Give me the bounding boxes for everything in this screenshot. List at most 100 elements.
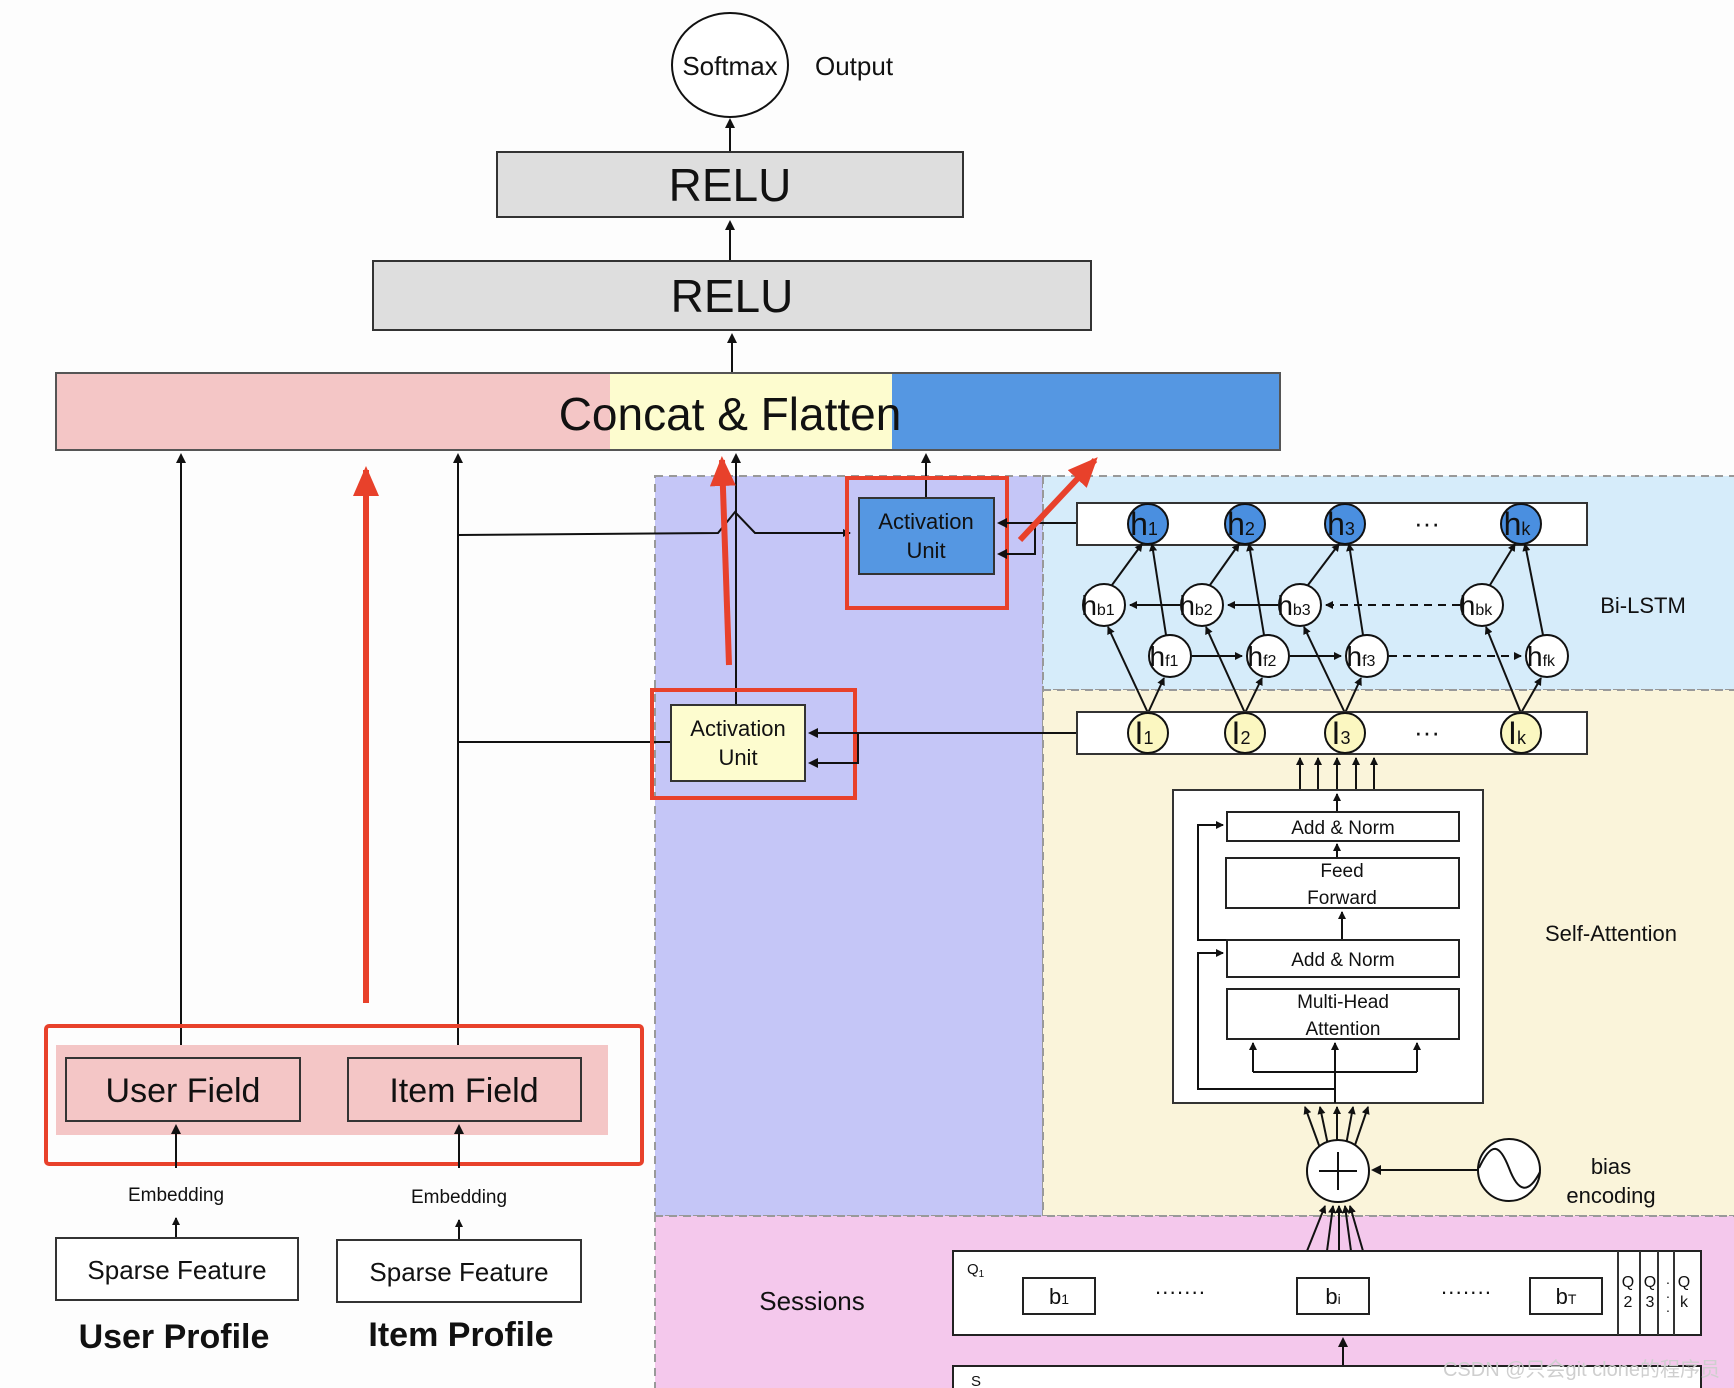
edge-hb-to-h — [1209, 543, 1240, 586]
concat-flatten-layer — [55, 372, 1281, 451]
yellow-activation-label-line1: Activation — [690, 716, 785, 741]
sessions-title: Sessions — [759, 1286, 865, 1316]
behavior-i: bi — [1296, 1277, 1370, 1315]
hf-node-f2-circle — [1246, 634, 1290, 678]
interest-node-1: I1 — [1127, 712, 1169, 754]
interest-node-2-label: I2 — [1232, 715, 1251, 751]
bilstm-title: Bi-LSTM — [1600, 593, 1686, 618]
h-node-1: h1 — [1127, 503, 1169, 545]
add-norm-bottom-box — [1226, 939, 1460, 978]
user-field-label: User Field — [106, 1072, 261, 1110]
interest-node-k: Ik — [1500, 712, 1542, 754]
hf-node-f3-label: hf3 — [1347, 641, 1376, 672]
blue-activation-unit — [858, 497, 995, 575]
edge-l-to-hf — [1520, 677, 1542, 714]
q-column-2: ··· — [1657, 1251, 1671, 1335]
interest-node-3: I3 — [1324, 712, 1366, 754]
h-node-2-label: h2 — [1227, 506, 1255, 542]
blue-activation-red-box — [845, 476, 1009, 610]
hb-node-b2: hb2 — [1179, 583, 1224, 627]
edge-l-to-hf — [1244, 677, 1263, 714]
edge-l-to-hb — [1107, 626, 1149, 714]
feed-forward-box — [1225, 857, 1460, 909]
hf-node-fk: hfk — [1525, 634, 1569, 678]
item-sparse-feature-box — [336, 1239, 582, 1303]
h-node-3-label: h3 — [1327, 506, 1355, 542]
session-dots-right: ······· — [1440, 1279, 1491, 1304]
q-column-char: · — [1666, 1302, 1671, 1318]
concat-yellow-segment — [610, 373, 892, 450]
concat-flatten-label: Concat & Flatten — [559, 388, 902, 440]
bias-label-line2: encoding — [1566, 1183, 1655, 1208]
sessions-to-sum-arrows — [1306, 1205, 1364, 1252]
multi-head-label-line2: Attention — [1306, 1019, 1381, 1040]
hf-node-f2-label: hf2 — [1248, 641, 1277, 672]
q1-label: Q1 — [967, 1261, 985, 1280]
h-nodes-group: h1 h2 h3 hk — [1127, 503, 1542, 545]
behavior-T: bT — [1529, 1277, 1603, 1315]
feed-forward-label-line2: Forward — [1307, 888, 1377, 909]
relu-layer-top — [496, 151, 964, 218]
behavior-box — [1022, 1277, 1096, 1315]
hb-node-bk-label: hbk — [1460, 590, 1493, 621]
item-sparse-feature-label: Sparse Feature — [369, 1257, 548, 1287]
output-label: Output — [815, 51, 894, 81]
behavior-label: bi — [1325, 1284, 1340, 1309]
q-column-1: Q3 — [1639, 1251, 1656, 1335]
behavior-label: b1 — [1049, 1284, 1069, 1309]
q-column-char: Q — [1622, 1274, 1634, 1291]
add-norm-top-label: Add & Norm — [1291, 818, 1394, 839]
relu-top-label: RELU — [669, 159, 792, 211]
fields-red-annotation-box — [44, 1024, 644, 1166]
item-field-label: Item Field — [389, 1072, 538, 1110]
yellow-activation-unit — [670, 704, 806, 782]
h-node-1-label: h1 — [1130, 506, 1158, 542]
behavior-label: bT — [1556, 1284, 1577, 1309]
h-node-3-circle — [1324, 503, 1366, 545]
blue-activation-label-line2: Unit — [906, 538, 945, 563]
sine-wave-icon — [1478, 1147, 1541, 1189]
h-node-k: hk — [1500, 503, 1542, 545]
concat-blue-segment — [892, 373, 1280, 450]
interest-node-1-circle — [1127, 712, 1169, 754]
interest-node-k-circle — [1500, 712, 1542, 754]
hb-node-b1-circle — [1082, 583, 1126, 627]
interest-node-3-label: I3 — [1332, 715, 1351, 751]
yellow-activation-input2-arrow — [808, 733, 859, 768]
edge-l-to-hb — [1205, 626, 1246, 714]
q-column-char: · — [1666, 1274, 1671, 1290]
add-norm-bottom-label: Add & Norm — [1291, 950, 1394, 971]
multi-head-label-line1: Multi-Head — [1297, 992, 1389, 1013]
hf-node-f3: hf3 — [1345, 634, 1389, 678]
edge-hf-to-h — [1246, 543, 1265, 636]
h-node-2-circle — [1224, 503, 1266, 545]
mha-residual-path — [1197, 949, 1335, 1090]
blue-activation-label-line1: Activation — [878, 509, 973, 534]
feed-forward-label-line1: Feed — [1320, 861, 1363, 882]
s-label: S — [971, 1373, 981, 1388]
relu-bottom-label: RELU — [671, 270, 794, 322]
edge-hf-to-h — [1149, 543, 1167, 636]
h-node-k-circle — [1500, 503, 1542, 545]
yellow-activation-red-box — [650, 688, 857, 800]
hf-node-f2: hf2 — [1246, 634, 1290, 678]
edge-l-to-hb — [1484, 626, 1522, 714]
hf-node-f1-circle — [1148, 634, 1192, 678]
q-column-char: 2 — [1624, 1294, 1633, 1311]
interest-node-3-circle — [1324, 712, 1366, 754]
edge-hb-to-h — [1111, 543, 1143, 586]
q-column-char: 3 — [1646, 1294, 1655, 1311]
item-field-box — [347, 1057, 582, 1122]
user-embedding-label: Embedding — [128, 1185, 224, 1206]
hf-node-f1: hf1 — [1148, 634, 1192, 678]
bias-label-line1: bias — [1591, 1154, 1631, 1179]
h-node-2: h2 — [1224, 503, 1266, 545]
watermark: CSDN @只会git clone的程序员 — [1443, 1358, 1720, 1381]
edge-hf-to-h — [1346, 543, 1364, 636]
user-profile-label: User Profile — [79, 1318, 270, 1356]
hb-node-b2-circle — [1180, 583, 1224, 627]
h-row-ellipsis: ··· — [1414, 508, 1440, 538]
hb-node-b1-label: hb1 — [1081, 590, 1114, 621]
